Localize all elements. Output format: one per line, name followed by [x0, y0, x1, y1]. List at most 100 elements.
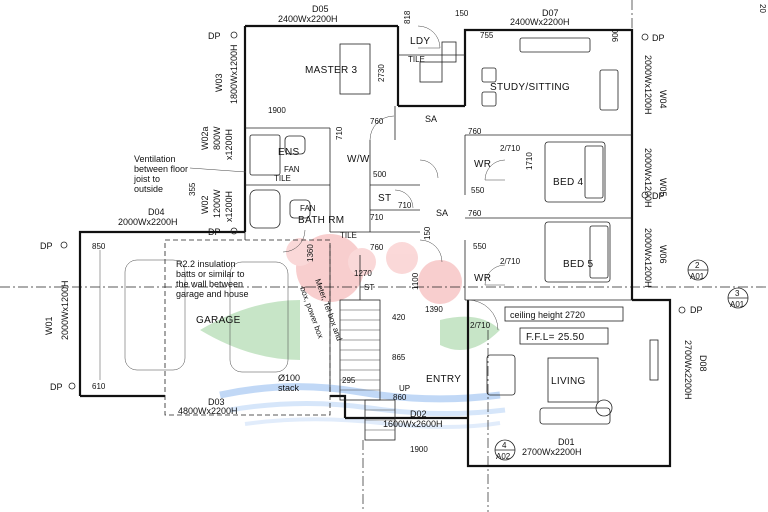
room-label-bed5: BED 5	[563, 259, 594, 270]
label-w03-size: 1800Wx1200H	[229, 44, 239, 104]
annotations: Ventilation between floor joist to outsi…	[133, 154, 624, 393]
dim-1900b: 1900	[410, 445, 428, 454]
dim-710b: 710	[398, 201, 412, 210]
dim-1360: 1360	[306, 244, 315, 262]
stairs	[339, 255, 396, 441]
room-label-entry: ENTRY	[426, 374, 461, 385]
section-4-number: 4	[502, 441, 507, 450]
room-label-ww: W/W	[347, 154, 370, 165]
dim-150: 150	[455, 9, 469, 18]
downpipe-label-5: DP	[40, 241, 53, 251]
dim-610: 610	[92, 382, 106, 391]
walls	[78, 24, 672, 468]
room-label-bath: BATH RM	[298, 215, 344, 226]
grid-label-20: 20	[758, 4, 767, 13]
dim-150b: 150	[423, 226, 432, 240]
room-labels: MASTER 3 LDY TILE STUDY/SITTING ENS FAN …	[196, 36, 594, 393]
room-label-ldy: LDY	[410, 36, 430, 47]
dim-500: 500	[373, 170, 387, 179]
label-w06-size: 2000Wx1200H	[643, 228, 653, 288]
label-d08-size: 2700Wx2200H	[683, 340, 693, 400]
label-w04: W04	[658, 90, 668, 109]
downpipe-label-1: DP	[208, 31, 221, 41]
label-d08: D08	[698, 355, 708, 372]
dim-760b: 760	[468, 127, 482, 136]
note-ventilation-4: outside	[134, 184, 163, 194]
downpipe-label-6: DP	[690, 305, 703, 315]
label-d02: D02	[410, 409, 427, 419]
room-label-wr1: WR	[474, 159, 491, 170]
label-w02-size2: x1200H	[224, 191, 234, 222]
note-ventilation-3: joist to	[133, 174, 160, 184]
note-ventilation-1: Ventilation	[134, 154, 176, 164]
downpipe-label-2: DP	[652, 33, 665, 43]
room-label-st2: ST	[364, 283, 374, 292]
note-insulation-4: garage and house	[176, 289, 249, 299]
opening-labels: D05 2400Wx2200H D07 2400Wx2200H W03 1800…	[44, 4, 708, 457]
dim-900: 900	[611, 28, 620, 42]
room-label-up: UP	[399, 384, 410, 393]
label-d01-size: 2700Wx2200H	[522, 447, 582, 457]
label-w01: W01	[44, 316, 54, 335]
room-label-st: ST	[378, 193, 391, 204]
note-stack-2: stack	[278, 383, 300, 393]
label-w06: W06	[658, 245, 668, 264]
dim-2730: 2730	[377, 64, 386, 82]
label-d07-size: 2400Wx2200H	[510, 17, 570, 27]
furniture	[249, 37, 659, 425]
dim-1710: 1710	[525, 152, 534, 170]
note-insulation-3: the wall between	[176, 279, 243, 289]
dim-865: 865	[392, 353, 406, 362]
label-w03: W03	[214, 73, 224, 92]
note-ffl: F.F.L= 25.50	[526, 332, 584, 343]
dim-295: 295	[342, 376, 356, 385]
note-ventilation-2: between floor	[134, 164, 188, 174]
room-label-garage: GARAGE	[196, 315, 241, 326]
room-label-fan-bath: FAN	[300, 204, 316, 213]
note-stack-1: Ø100	[278, 373, 300, 383]
room-label-master: MASTER 3	[305, 65, 358, 76]
dim-755: 755	[480, 31, 494, 40]
section-4-sheet: A02	[496, 452, 511, 461]
watermark-logo	[200, 234, 506, 429]
note-insulation-1: R2.2 insulation	[176, 259, 236, 269]
door-swings	[282, 25, 506, 331]
room-label-sa1: SA	[425, 114, 437, 124]
dim-710c: 710	[370, 213, 384, 222]
dim-550a: 550	[471, 186, 485, 195]
label-w02a: W02a	[200, 126, 210, 150]
label-w04-size: 2000Wx1200H	[643, 55, 653, 115]
note-insulation-2: batts or similar to	[176, 269, 245, 279]
label-w01-size: 2000Wx1200H	[60, 280, 70, 340]
dim-860: 860	[393, 393, 407, 402]
dim-1390: 1390	[425, 305, 443, 314]
dim-760d: 760	[370, 243, 384, 252]
section-2-sheet: A01	[690, 272, 705, 281]
downpipe-label-3: DP	[652, 191, 665, 201]
room-label-wr2: WR	[474, 273, 491, 284]
section-3-number: 3	[735, 289, 740, 298]
dim-2710a: 2/710	[500, 144, 521, 153]
dim-818: 818	[403, 10, 412, 24]
room-label-tile-ens: TILE	[274, 174, 291, 183]
room-label-tile-ldy: TILE	[408, 55, 425, 64]
garage-area	[99, 239, 331, 416]
room-label-bed4: BED 4	[553, 177, 584, 188]
section-2-number: 2	[695, 261, 700, 270]
dim-760c: 760	[468, 209, 482, 218]
dim-420: 420	[392, 313, 406, 322]
dim-2710b: 2/710	[500, 257, 521, 266]
room-label-living: LIVING	[551, 376, 586, 387]
label-d04-size: 2000Wx2200H	[118, 217, 178, 227]
label-d05: D05	[312, 4, 329, 14]
markers: DP DP DP DP DP DP DP 2 A01 3 A01 4 A02 2…	[40, 4, 767, 461]
label-d03: D03	[208, 397, 225, 407]
dim-710a: 710	[335, 126, 344, 140]
label-w02: W02	[200, 195, 210, 214]
note-ceiling: ceiling height 2720	[510, 310, 585, 320]
dim-1270: 1270	[354, 269, 372, 278]
downpipe-label-7: DP	[50, 382, 63, 392]
room-label-tile-bath: TILE	[340, 231, 357, 240]
label-d01: D01	[558, 437, 575, 447]
